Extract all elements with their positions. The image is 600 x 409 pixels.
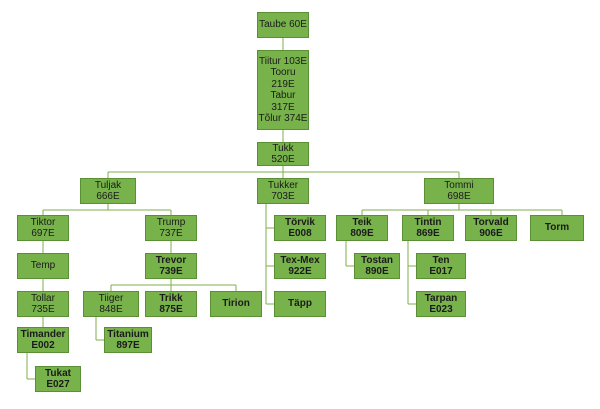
node-tarpan: Tarpan E023	[416, 291, 466, 317]
node-tostan: Tostan 890E	[354, 253, 400, 279]
node-tintin: Tintin 869E	[402, 215, 454, 241]
node-tuljak: Tuljak 666E	[80, 178, 136, 204]
node-tiitur-tooru-tabur-tolur: Tiitur 103E Tooru 219E Tabur 317E Tõlur …	[257, 50, 309, 130]
node-tukker: Tukker 703E	[257, 178, 309, 204]
node-temp: Temp	[17, 253, 69, 279]
node-torvik: Törvik E008	[274, 215, 326, 241]
node-trump: Trump 737E	[145, 215, 197, 241]
node-torvald: Torvald 906E	[465, 215, 517, 241]
node-tapp: Täpp	[274, 291, 326, 317]
node-tirion: Tirion	[210, 291, 262, 317]
node-tiktor: Tiktor 697E	[17, 215, 69, 241]
node-tex-mex: Tex-Mex 922E	[274, 253, 326, 279]
node-trevor: Trevor 739E	[145, 253, 197, 279]
node-tukat: Tukat E027	[35, 366, 81, 392]
node-teik: Teik 809E	[336, 215, 388, 241]
node-torm: Torm	[530, 215, 584, 241]
node-tollar: Tollar 735E	[17, 291, 69, 317]
node-tukk: Tukk 520E	[257, 142, 309, 166]
node-trikk: Trikk 875E	[145, 291, 197, 317]
node-titanium: Titanium 897E	[104, 327, 152, 353]
node-timander: Timander E002	[17, 327, 69, 353]
node-tiiger: Tiiger 848E	[83, 291, 139, 317]
node-tommi: Tommi 698E	[424, 178, 494, 204]
node-ten: Ten E017	[416, 253, 466, 279]
node-taube: Taube 60E	[257, 12, 309, 38]
